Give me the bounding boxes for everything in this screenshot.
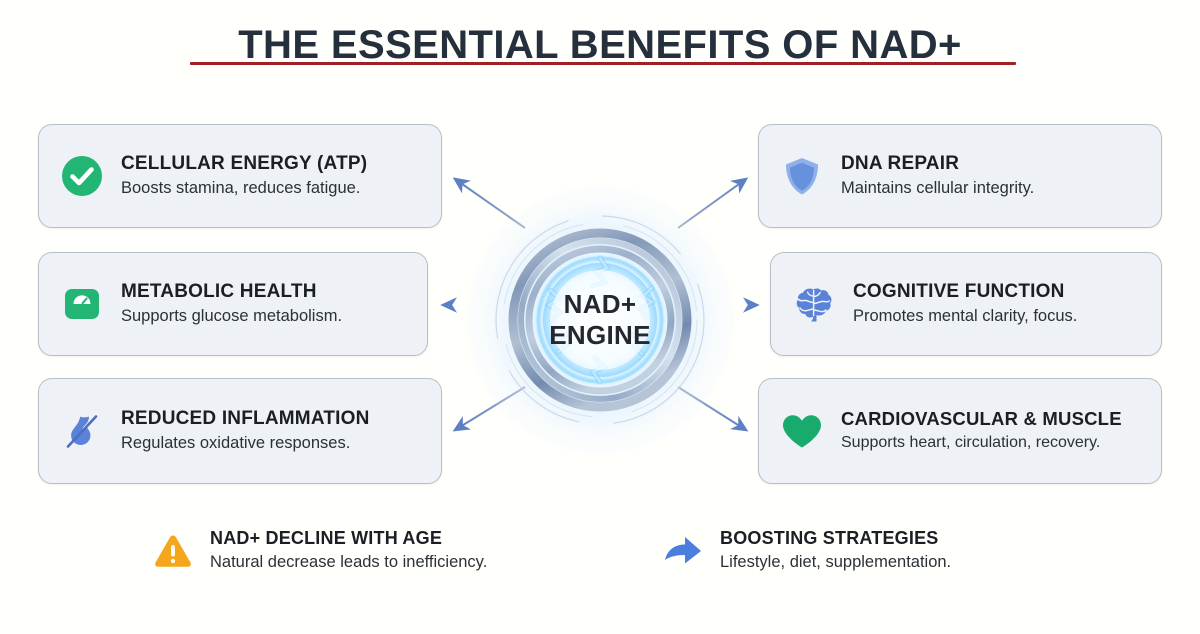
heart-icon (779, 408, 825, 454)
benefit-title: CARDIOVASCULAR & MUSCLE (841, 408, 1122, 430)
footer-description: Lifestyle, diet, supplementation. (720, 552, 952, 571)
benefit-title: CELLULAR ENERGY (ATP) (121, 152, 368, 174)
benefit-card-dna-repair[interactable]: DNA REPAIR Maintains cellular integrity. (758, 124, 1162, 228)
check-circle-icon (59, 153, 105, 199)
warning-triangle-icon (152, 530, 194, 572)
benefit-description: Maintains cellular integrity. (841, 178, 1035, 197)
footer-item-boosting-strategies[interactable]: BOOSTING STRATEGIES Lifestyle, diet, sup… (662, 528, 951, 573)
benefit-description: Supports glucose metabolism. (121, 306, 343, 325)
footer-description: Natural decrease leads to inefficiency. (210, 552, 488, 571)
engine-label-line-2: ENGINE (549, 320, 651, 350)
benefit-card-cardiovascular-muscle[interactable]: CARDIOVASCULAR & MUSCLE Supports heart, … (758, 378, 1162, 484)
nad-engine-core-icon (495, 215, 705, 425)
engine-label: NAD+ ENGINE (492, 212, 708, 428)
benefit-title: DNA REPAIR (841, 152, 960, 174)
benefit-card-reduced-inflammation[interactable]: REDUCED INFLAMMATION Regulates oxidative… (38, 378, 442, 484)
benefit-card-cognitive-function[interactable]: COGNITIVE FUNCTION Promotes mental clari… (770, 252, 1162, 356)
benefit-title: COGNITIVE FUNCTION (853, 280, 1065, 302)
footer-item-nad-decline[interactable]: NAD+ DECLINE WITH AGE Natural decrease l… (152, 528, 487, 573)
engine-label-line-1: NAD+ (563, 289, 637, 320)
title-block: THE ESSENTIAL BENEFITS OF NAD+ (0, 24, 1200, 66)
benefit-title: REDUCED INFLAMMATION (121, 407, 370, 429)
page-title: THE ESSENTIAL BENEFITS OF NAD+ (238, 23, 962, 67)
benefit-card-cellular-energy[interactable]: CELLULAR ENERGY (ATP) Boosts stamina, re… (38, 124, 442, 228)
footer-item-text: NAD+ DECLINE WITH AGE Natural decrease l… (210, 528, 487, 573)
benefit-description: Supports heart, circulation, recovery. (841, 433, 1101, 451)
shield-icon (779, 153, 825, 199)
nad-engine-core: NAD+ ENGINE (466, 186, 734, 454)
weight-scale-icon (59, 281, 105, 327)
flame-slash-icon (59, 408, 105, 454)
benefit-description: Regulates oxidative responses. (121, 433, 351, 452)
benefit-title: METABOLIC HEALTH (121, 280, 317, 302)
benefit-card-text: CARDIOVASCULAR & MUSCLE Supports heart, … (841, 408, 1161, 453)
benefit-card-text: METABOLIC HEALTH Supports glucose metabo… (121, 281, 427, 327)
curved-arrow-icon (662, 530, 704, 572)
benefit-description: Boosts stamina, reduces fatigue. (121, 178, 361, 197)
benefit-card-text: COGNITIVE FUNCTION Promotes mental clari… (853, 281, 1161, 327)
footer-title: BOOSTING STRATEGIES (720, 528, 939, 548)
footer-item-text: BOOSTING STRATEGIES Lifestyle, diet, sup… (720, 528, 951, 573)
benefit-card-text: DNA REPAIR Maintains cellular integrity. (841, 153, 1161, 199)
brain-icon (791, 281, 837, 327)
benefit-description: Promotes mental clarity, focus. (853, 306, 1078, 325)
title-underline-rule (190, 62, 1016, 65)
footer-title: NAD+ DECLINE WITH AGE (210, 528, 443, 548)
benefit-card-text: REDUCED INFLAMMATION Regulates oxidative… (121, 408, 441, 454)
benefit-card-metabolic-health[interactable]: METABOLIC HEALTH Supports glucose metabo… (38, 252, 428, 356)
benefit-card-text: CELLULAR ENERGY (ATP) Boosts stamina, re… (121, 153, 441, 199)
